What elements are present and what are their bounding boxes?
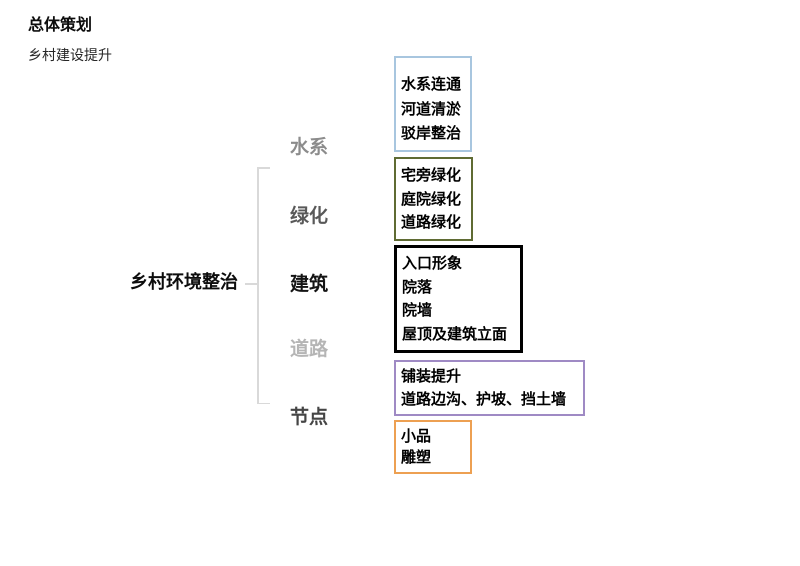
list-item: 道路绿化	[401, 214, 462, 232]
page-title: 总体策划	[28, 17, 93, 34]
bracket-bottom-tick	[257, 402, 270, 404]
list-item: 小品	[401, 427, 432, 445]
list-item: 河道清淤	[401, 100, 462, 118]
list-item: 宅旁绿化	[401, 166, 462, 184]
branch-label-building: 建筑	[290, 274, 329, 295]
list-item: 铺装提升	[401, 368, 462, 386]
list-item: 驳岸整治	[401, 124, 462, 142]
road-items-box: 铺装提升 道路边沟、护坡、挡土墙	[394, 360, 585, 416]
bracket-root-connector	[245, 283, 258, 285]
building-items-box: 入口形象 院落 院墙 屋顶及建筑立面	[394, 245, 523, 353]
root-node-label: 乡村环境整治	[130, 272, 238, 292]
page-subtitle: 乡村建设提升	[28, 47, 112, 63]
list-item: 雕塑	[401, 449, 432, 467]
list-item: 庭院绿化	[401, 190, 462, 208]
branch-label-greening: 绿化	[290, 206, 329, 227]
greening-items-box: 宅旁绿化 庭院绿化 道路绿化	[394, 157, 473, 241]
bracket-vertical-line	[257, 167, 259, 404]
list-item: 入口形象	[402, 255, 463, 273]
branch-label-road: 道路	[290, 339, 329, 360]
branch-label-water: 水系	[290, 137, 329, 158]
branch-label-node: 节点	[290, 407, 329, 428]
list-item: 道路边沟、护坡、挡土墙	[401, 390, 567, 408]
list-item: 院墙	[402, 302, 433, 320]
list-item: 水系连通	[401, 76, 462, 94]
list-item: 屋顶及建筑立面	[402, 325, 508, 343]
bracket-top-tick	[257, 167, 270, 169]
node-items-box: 小品 雕塑	[394, 420, 472, 474]
water-items-box: 水系连通 河道清淤 驳岸整治	[394, 56, 472, 152]
list-item: 院落	[402, 278, 433, 296]
